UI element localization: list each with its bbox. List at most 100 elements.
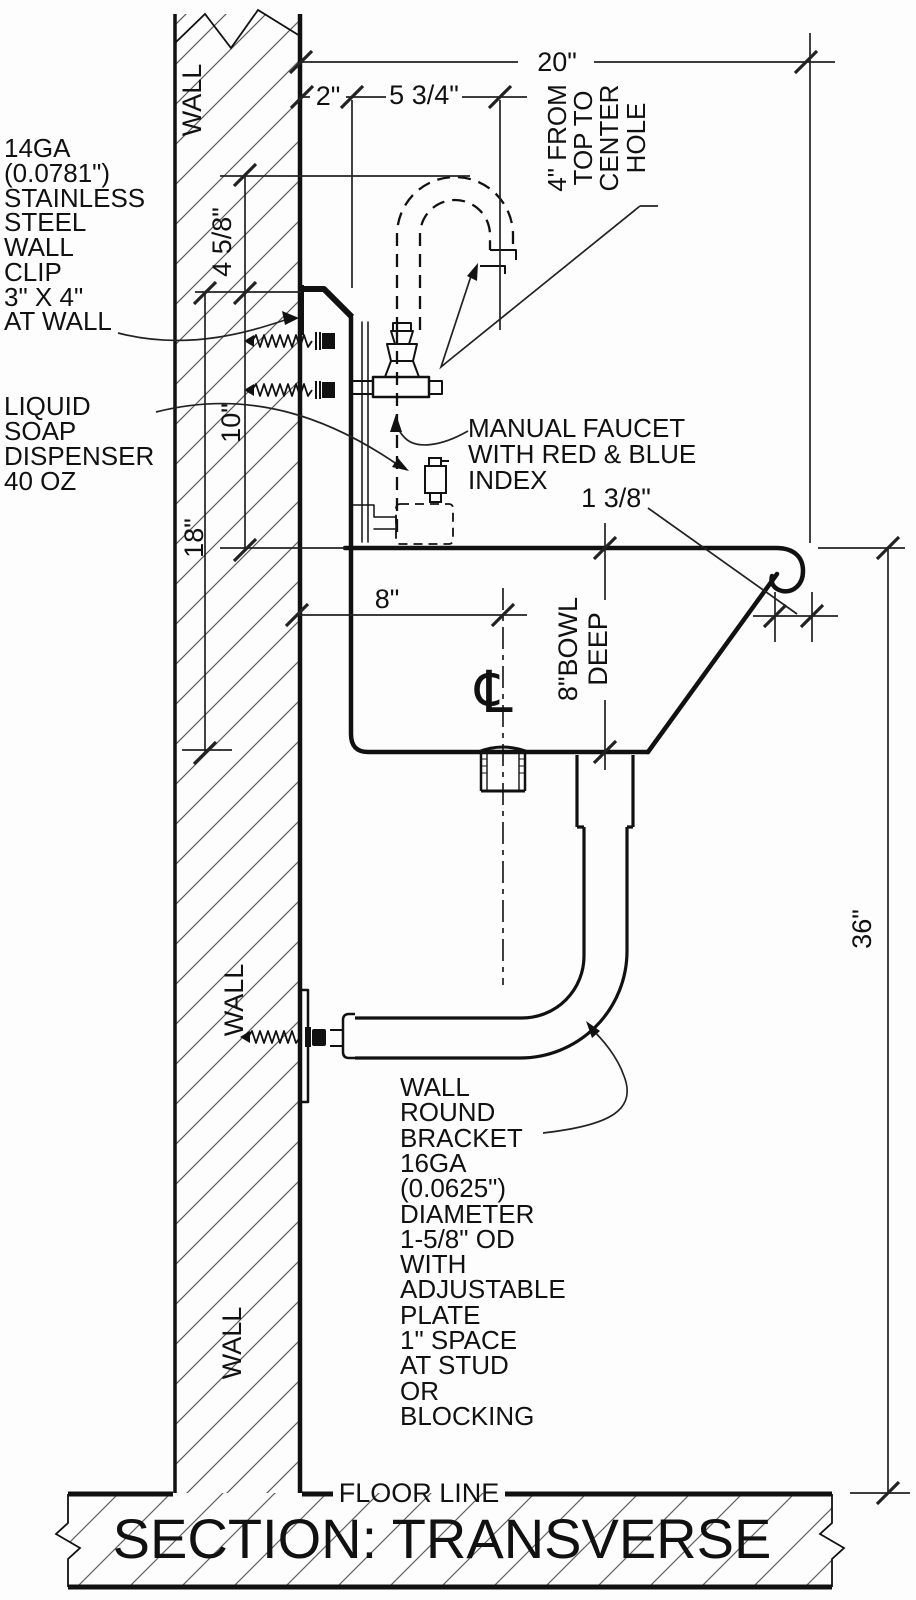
faucet-bonnet [390,330,414,345]
bracket-note-line: BLOCKING [400,1401,534,1431]
wall-label-bottom: WALL [217,1307,247,1380]
arrowhead-faucet-icon [390,414,402,432]
bracket-note-line: AT STUD [400,1350,509,1380]
arrowhead-bracket-icon [586,1021,600,1038]
faucet-note-line: MANUAL FAUCET [468,413,685,443]
bracket-end-cap [341,1012,355,1060]
screw-thread-icon [247,1030,301,1044]
dim-10in-label: 10" [216,403,246,443]
dim-458in-label: 4 5/8" [207,207,237,277]
clip-note-line: STEEL [4,207,86,237]
dim-534in-label: 5 3/4" [389,80,459,110]
clip-screw-lower [244,381,335,399]
clip-note-line: 3" X 4" [4,282,83,312]
dimension-lines [117,33,910,1506]
bracket-note-line: ROUND [400,1097,495,1127]
bracket-note-line: DIAMETER [400,1199,534,1229]
wall-section [173,8,303,1493]
bracket-note-line: 1" SPACE [400,1325,517,1355]
adjustable-plate [299,988,310,1104]
sink-sloped-side [645,571,780,755]
faucet-spout-outer-dashed [395,175,515,330]
leader-soap-dispenser [155,402,399,466]
locknut-knurl [481,758,525,774]
floor-left-break-icon [54,1494,82,1587]
wall-hatch [174,14,300,1493]
faucet-valve-body [371,375,431,399]
arrowhead-clip-icon [282,311,299,325]
soap-note-line: DISPENSER [4,441,154,471]
wall-label-middle: WALL [219,964,249,1037]
dim-138in-label: 1 3/8" [581,483,651,513]
center-hole-note-line4: HOLE [621,103,651,174]
bracket-note-line: (0.0625") [400,1173,506,1203]
faucet-spout-tip [480,249,517,274]
bracket-note-line: PLATE [400,1300,480,1330]
wall-clip-note: 14GA (0.0781") STAINLESS STEEL WALL CLIP… [4,133,145,336]
leader-bracket [542,1026,629,1134]
center-hole-note-line3: CENTER [594,85,624,192]
arrowhead-hole-icon [467,263,478,281]
bracket-note-line: WITH [400,1249,466,1279]
pump-base [429,492,442,503]
bowl-depth-label-2: DEEP [583,612,613,686]
drain [477,588,529,985]
soap-note: LIQUID SOAP DISPENSER 40 OZ [4,391,154,496]
wall-label-top: WALL [177,64,207,137]
bracket-boss [330,1029,343,1047]
floor-right-break-icon [818,1494,846,1587]
sink-back-channel [361,321,369,543]
dimension-ticks [192,49,901,1506]
bracket-screw [240,1027,326,1047]
dim-18in-label: 18" [179,518,209,558]
faucet-spout-inner-dashed [418,198,492,330]
screw-tip-icon [244,335,254,347]
arrowhead-soap-icon [392,458,409,471]
clip-note-line: AT WALL [4,306,112,336]
faucet-handle-upper [386,343,418,362]
clip-screw-upper [244,332,335,350]
screw-head-icon [322,333,335,349]
clip-profile [301,286,355,320]
leader-wall-clip [117,318,289,342]
center-hole-note-line1: 4" FROM [542,84,572,191]
pump-nozzle [428,457,442,467]
soap-note-line: 40 OZ [4,466,76,496]
faucet-outlet-stub [428,380,443,395]
floor-line-label: FLOOR LINE [339,1478,500,1508]
faucet-wall-supply [351,380,374,395]
faucet-note-line: WITH RED & BLUE [468,439,696,469]
faucet-cap [392,322,412,332]
center-hole-note-line2: TOP TO [568,91,598,186]
bracket-note-line: OR [400,1376,439,1406]
clip-note-line: (0.0781") [4,158,110,188]
annotations: 20" 2" 5 3/4" 4 5/8" 10" 18" 8" 1 3/8" 3… [4,47,877,1570]
leader-138 [647,507,798,615]
leader-manual-faucet [395,419,469,446]
wall-top-break-icon [173,8,301,50]
bracket-note: WALL ROUND BRACKET 16GA (0.0625") DIAMET… [400,1072,566,1431]
center-hole-note: 4" FROM TOP TO CENTER HOLE [542,84,651,191]
screw-washer-icon [315,332,321,350]
bracket-note-line: ADJUSTABLE [400,1274,566,1304]
screw-tip-icon [240,1031,250,1043]
wall-round-bracket [240,755,635,1104]
screw-tip-icon [244,384,254,396]
clip-note-line: 14GA [4,133,71,163]
bowl-depth-label-1: 8"BOWL [553,597,583,701]
soap-dispenser [395,457,454,545]
screw-thread-icon [251,334,313,348]
centerline-symbol-icon: ℄ [473,658,512,726]
dim-2in-label: 2" [316,81,341,111]
bracket-note-line: WALL [400,1072,470,1102]
soap-note-line: SOAP [4,416,76,446]
bottle-dashed-outline [395,503,454,545]
leader-center-hole [439,205,658,370]
clip-note-line: STAINLESS [4,183,145,213]
bracket-note-line: 16GA [400,1148,467,1178]
screw-washer-icon [305,1027,311,1047]
bracket-tube-outer [355,827,629,1060]
floor-hatch [68,1493,832,1588]
